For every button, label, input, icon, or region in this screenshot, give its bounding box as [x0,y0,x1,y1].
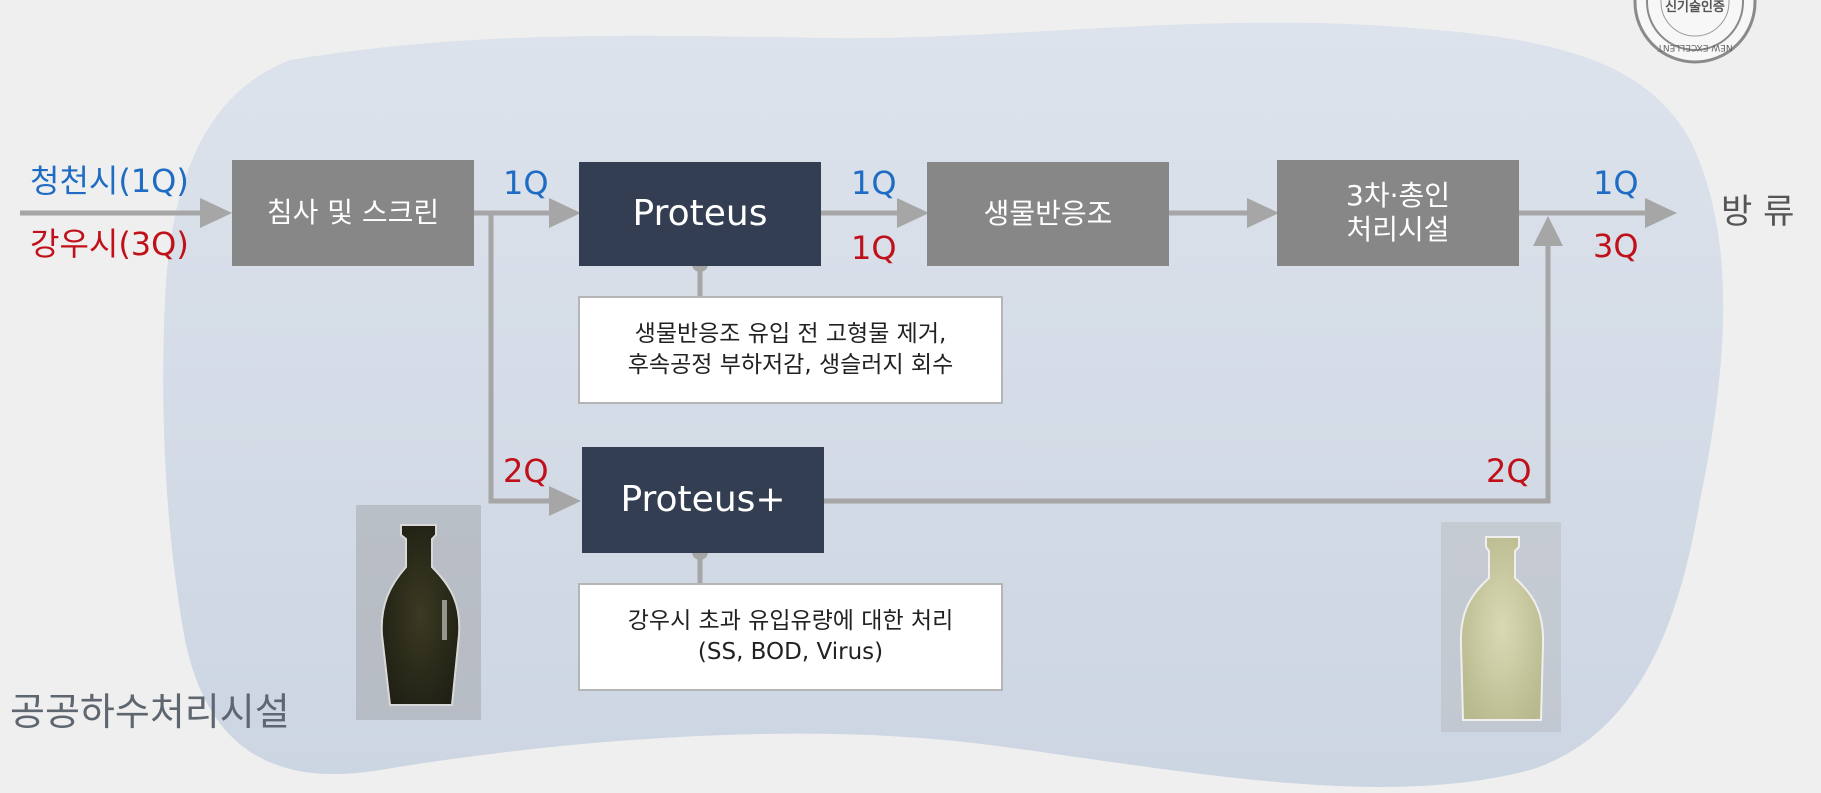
flow-label-bypass-left: 2Q [503,452,549,490]
discharge-label: 방 류 [1721,192,1795,232]
flow-label-bypass-right: 2Q [1486,452,1532,490]
input-rain-weather-label: 강우시(3Q) [30,225,189,263]
screen-box-label: 침사 및 스크린 [266,196,440,230]
tertiary-treatment-box: 3차·총인 처리시설 [1277,160,1519,266]
bioreactor-box: 생물반응조 [927,162,1169,266]
arrow-heads [200,198,1677,516]
flow-label-out-red: 3Q [1593,227,1639,265]
flow-label-out-blue: 1Q [1593,164,1639,202]
certification-seal-graphic [1633,0,1757,64]
input-dry-weather-label: 청천시(1Q) [30,162,189,200]
screen-box: 침사 및 스크린 [232,160,474,266]
proteus-plus-note: 강우시 초과 유입유량에 대한 처리 (SS, BOD, Virus) [578,583,1003,691]
proteus-note: 생물반응조 유입 전 고형물 제거, 후속공정 부하저감, 생슬러지 회수 [578,296,1003,404]
seal-korean-text: 신기술인증 [1665,0,1725,15]
tertiary-box-line2: 처리시설 [1346,213,1450,246]
seal-english-text: NEW EXCELLENT [1657,42,1733,52]
tertiary-box-line1: 3차·총인 [1346,179,1450,213]
proteus-note-line1: 생물반응조 유입 전 고형물 제거, [634,320,947,347]
treated-water-bottle-image [1441,522,1561,732]
proteus-note-line2: 후속공정 부하저감, 생슬러지 회수 [627,352,954,378]
flow-label-after-proteus-red: 1Q [851,229,897,267]
flow-label-after-proteus-blue: 1Q [851,164,897,202]
proteus-box: Proteus [579,162,821,266]
certification-seal: 신기술인증 NEW EXCELLENT [1588,0,1802,64]
proteus-plus-box-label: Proteus+ [620,479,786,521]
facility-caption: 공공하수처리시설 [10,690,290,734]
connector-lines [20,210,1650,583]
proteus-plus-box: Proteus+ [582,447,824,553]
bioreactor-box-label: 생물반응조 [983,197,1113,231]
raw-sewage-bottle-image [356,505,481,720]
proteus-plus-note-line1: 강우시 초과 유입유량에 대한 처리 [627,607,954,634]
proteus-plus-note-line2: (SS, BOD, Virus) [697,639,884,665]
flow-label-after-screen: 1Q [503,164,549,202]
proteus-box-label: Proteus [632,193,768,235]
